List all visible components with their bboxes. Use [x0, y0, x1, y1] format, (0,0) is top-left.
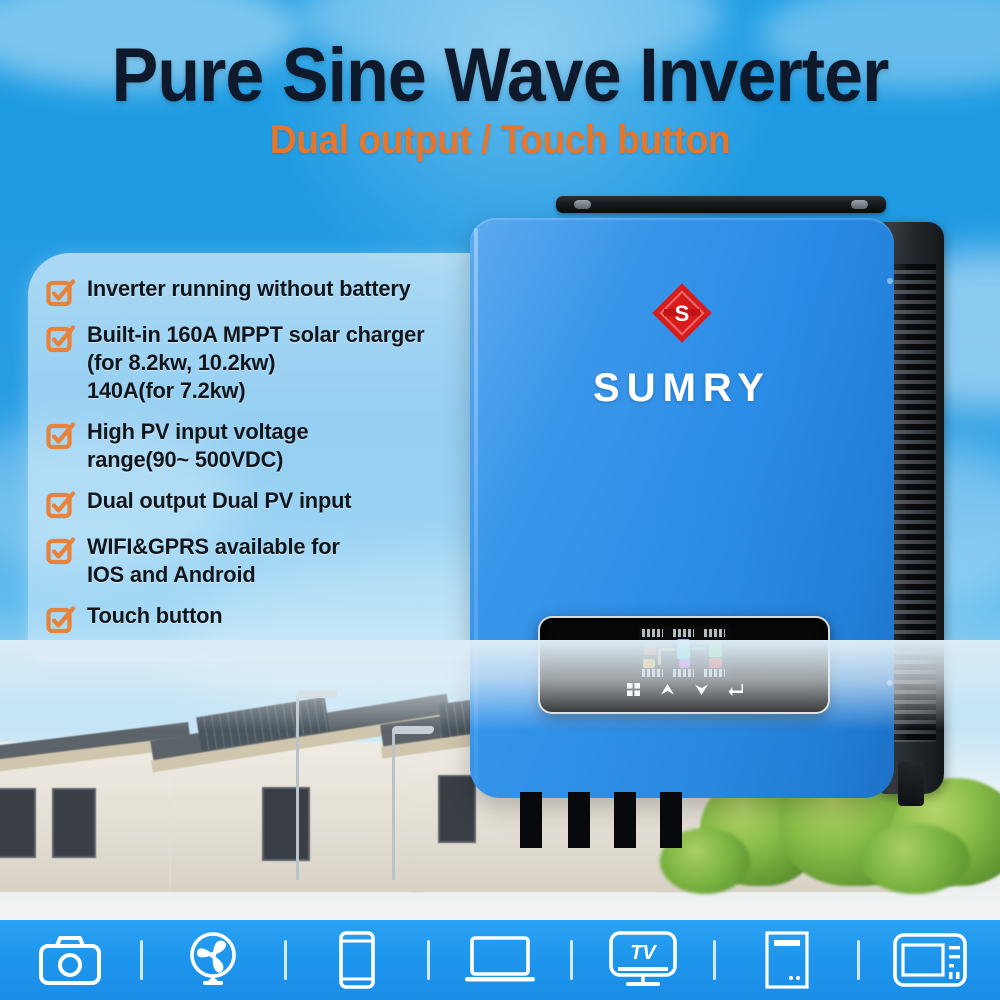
feature-text: High PV input voltage	[87, 419, 309, 444]
lcd-readout	[673, 629, 694, 637]
appliance-microwave[interactable]	[860, 920, 1000, 1000]
feature-text: Built-in 160A MPPT solar charger	[87, 322, 425, 347]
house	[150, 677, 450, 892]
feature-text: WIFI&GPRS available for	[87, 534, 340, 559]
feature-item: Touch button	[46, 602, 494, 635]
feature-item: WIFI&GPRS available for IOS and Android	[46, 533, 494, 589]
feature-text-group: Built-in 160A MPPT solar charger (for 8.…	[87, 321, 435, 405]
icon-divider	[283, 940, 287, 980]
checkbox-icon	[46, 421, 76, 451]
feature-item: Built-in 160A MPPT solar charger (for 8.…	[46, 321, 494, 405]
page-subtitle: Dual output / Touch button	[269, 118, 731, 162]
smartphone-icon	[338, 930, 376, 990]
appliance-smartphone[interactable]	[287, 920, 427, 1000]
feature-item: Inverter running without battery	[46, 275, 494, 308]
feature-text: Dual output Dual PV input	[87, 488, 352, 513]
inverter-product: S SUMRY	[470, 196, 954, 848]
camera-icon	[38, 934, 102, 986]
checkbox-icon	[46, 536, 76, 566]
feature-text-line2: range(90~ 500VDC)	[87, 447, 284, 472]
heatsink-foot	[898, 762, 924, 806]
svg-text:S: S	[675, 301, 690, 326]
appliance-fan[interactable]	[143, 920, 283, 1000]
sumry-diamond-icon: S	[649, 280, 715, 346]
checkbox-icon	[46, 324, 76, 354]
feature-text-group: High PV input voltage range(90~ 500VDC)	[87, 418, 315, 474]
lcd-readout	[704, 629, 725, 637]
feature-text: Touch button	[87, 603, 223, 628]
page-title: Pure Sine Wave Inverter	[111, 33, 890, 118]
appliance-tv[interactable]: TV	[573, 920, 713, 1000]
icon-divider	[426, 940, 430, 980]
appliance-desktop-tower[interactable]	[716, 920, 856, 1000]
bush	[860, 824, 970, 894]
feature-text-line2: (for 8.2kw, 10.2kw)	[87, 350, 276, 375]
feature-item: Dual output Dual PV input	[46, 487, 494, 520]
tv-label: TV	[630, 942, 657, 964]
mounting-bracket	[556, 196, 886, 213]
bracket-screw-hole	[574, 200, 591, 209]
feature-text-line2: IOS and Android	[87, 562, 256, 587]
feature-text-line3: 140A(for 7.2kw)	[87, 378, 246, 403]
microwave-icon	[892, 932, 968, 988]
desktop-tower-icon	[764, 930, 810, 990]
body-edge-highlight	[474, 228, 478, 784]
pv-connector	[660, 792, 682, 848]
feature-list-panel: Inverter running without battery Built-i…	[28, 253, 512, 661]
laptop-icon	[464, 934, 536, 986]
fan-icon	[184, 931, 242, 989]
house	[0, 692, 191, 892]
checkbox-icon	[46, 490, 76, 520]
pv-connector	[614, 792, 636, 848]
brand-logo: S SUMRY	[470, 280, 894, 408]
checkbox-icon	[46, 605, 76, 635]
icon-divider	[856, 940, 860, 980]
street-lamp	[295, 690, 339, 880]
brand-name: SUMRY	[593, 366, 771, 410]
pv-connector	[520, 792, 542, 848]
pv-connector	[568, 792, 590, 848]
body-screw	[887, 278, 893, 284]
tv-icon: TV	[607, 931, 679, 989]
lcd-readout	[642, 629, 663, 637]
appliance-laptop[interactable]	[430, 920, 570, 1000]
checkbox-icon	[46, 278, 76, 308]
icon-divider	[570, 940, 574, 980]
bracket-screw-hole	[851, 200, 868, 209]
feature-item: High PV input voltage range(90~ 500VDC)	[46, 418, 494, 474]
street-lamp	[391, 726, 435, 880]
icon-divider	[713, 940, 717, 980]
appliance-camera[interactable]	[0, 920, 140, 1000]
icon-divider	[140, 940, 144, 980]
feature-text-group: WIFI&GPRS available for IOS and Android	[87, 533, 347, 589]
appliance-icon-bar: TV	[0, 920, 1000, 1000]
feature-text: Inverter running without battery	[87, 276, 411, 301]
atmospheric-haze	[0, 640, 1000, 730]
